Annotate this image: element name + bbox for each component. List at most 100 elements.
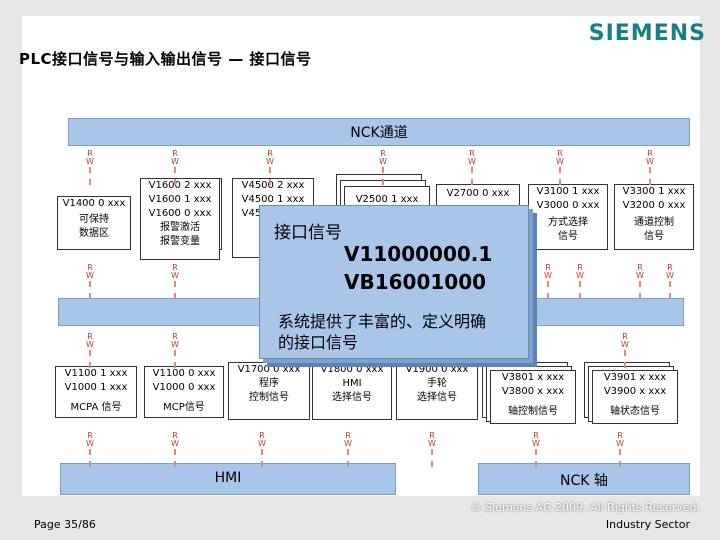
- top-box-channel-control: V3300 1 xxx V3200 0 xxx 通道控制 信号: [614, 184, 694, 250]
- nck-axis-label: NCK 轴: [560, 473, 608, 489]
- bottom-box-mcpa: V1100 1 xxx V1000 1 xxx MCPA 信号: [55, 366, 137, 418]
- rw-link: [261, 449, 263, 467]
- box-line: V1700 0 xxx: [237, 364, 301, 375]
- box-line: V1100 1 xxx: [64, 368, 128, 379]
- box-line: MCPA 信号: [70, 402, 122, 413]
- box-line: V1600 2 xxx: [148, 180, 212, 191]
- nck-axis-band: NCK 轴: [478, 463, 690, 495]
- box-line: V3100 1 xxx: [536, 186, 600, 197]
- box-line: V4500 1 xxx: [241, 194, 305, 205]
- rw-link: [382, 167, 384, 185]
- box-line: V1000 1 xxx: [64, 382, 128, 393]
- box-line: 控制信号: [249, 392, 289, 403]
- box-line: 轴控制信号: [508, 406, 558, 417]
- box-line: 方式选择: [548, 217, 588, 228]
- callout-note-line-2: 的接口信号: [278, 333, 359, 352]
- box-line: 报警变量: [160, 236, 200, 247]
- bottom-box-axis-status: V3901 x xxx V3900 x xxx 轴状态信号: [592, 370, 678, 424]
- rw-link: [535, 449, 537, 467]
- copyright-notice: © Siemens AG 2009. All Rights Reserved.: [470, 501, 700, 514]
- box-line: V1600 1 xxx: [148, 194, 212, 205]
- rw-link: [547, 281, 549, 299]
- box-line: HMI: [342, 378, 362, 389]
- box-line: 程序: [259, 378, 279, 389]
- rw-link: [624, 350, 626, 368]
- box-line: V3901 x xxx: [603, 372, 667, 383]
- rw-link: [471, 167, 473, 185]
- callout-heading: 接口信号: [274, 223, 342, 243]
- slide-title: PLC接口信号与输入输出信号 — 接口信号: [19, 50, 312, 68]
- box-line: V1000 0 xxx: [152, 382, 216, 393]
- rw-link: [669, 281, 671, 299]
- box-line: 轴状态信号: [610, 406, 660, 417]
- rw-link: [174, 167, 176, 185]
- box-line: 选择信号: [332, 392, 372, 403]
- rw-link: [431, 449, 433, 467]
- box-line: V1400 0 xxx: [62, 198, 126, 209]
- box-line: V3300 1 xxx: [622, 186, 686, 197]
- hmi-label: HMI: [214, 470, 242, 486]
- rw-link: [579, 281, 581, 299]
- box-line: V3900 x xxx: [603, 386, 667, 397]
- rw-link: [89, 167, 91, 185]
- box-line: V2500 1 xxx: [355, 194, 419, 205]
- hmi-band: HMI: [60, 463, 396, 495]
- sector-label: Industry Sector: [605, 518, 690, 531]
- top-box-mode-select: V3100 1 xxx V3000 0 xxx 方式选择 信号: [528, 184, 608, 250]
- box-line: 可保持: [79, 214, 109, 225]
- callout-address-2: VB16001000: [344, 270, 487, 294]
- box-line: 手轮: [427, 378, 447, 389]
- box-line: 信号: [644, 231, 664, 242]
- callout-note-line-1: 系统提供了丰富的、定义明确: [278, 312, 487, 331]
- siemens-logo: SIEMENS: [588, 21, 706, 46]
- rw-link: [89, 449, 91, 467]
- box-line: V3000 0 xxx: [536, 200, 600, 211]
- interface-signal-callout: 接口信号 V11000000.1 VB16001000 系统提供了丰富的、定义明…: [259, 205, 529, 359]
- box-line: 选择信号: [417, 392, 457, 403]
- nck-channel-band: NCK通道: [68, 118, 690, 146]
- top-box-alarms: V1600 2 xxx V1600 1 xxx V1600 0 xxx 报警激活…: [140, 178, 220, 260]
- rw-link: [89, 350, 91, 368]
- box-line: V1800 0 xxx: [320, 364, 384, 375]
- box-line: V1900 0 xxx: [405, 364, 469, 375]
- box-line: V4500 2 xxx: [241, 180, 305, 191]
- bottom-box-handwheel: V1900 0 xxx 手轮 选择信号: [396, 362, 478, 420]
- page-number: Page 35/86: [34, 518, 96, 531]
- rw-link: [347, 449, 349, 467]
- box-line: 报警激活: [160, 222, 200, 233]
- bottom-box-axis-control: V3801 x xxx V3800 x xxx 轴控制信号: [490, 370, 576, 424]
- callout-address-1: V11000000.1: [344, 242, 493, 266]
- box-line: V2700 0 xxx: [446, 188, 510, 199]
- box-line: 信号: [558, 231, 578, 242]
- rw-link: [639, 281, 641, 299]
- rw-link: [174, 281, 176, 299]
- rw-link: [174, 350, 176, 368]
- box-line: V1600 0 xxx: [148, 208, 212, 219]
- box-line: V3800 x xxx: [501, 386, 565, 397]
- bottom-box-mcp: V1100 0 xxx V1000 0 xxx MCP信号: [144, 366, 224, 418]
- box-line: V3200 0 xxx: [622, 200, 686, 211]
- bottom-box-hmi-select: V1800 0 xxx HMI 选择信号: [312, 362, 392, 420]
- rw-link: [559, 167, 561, 185]
